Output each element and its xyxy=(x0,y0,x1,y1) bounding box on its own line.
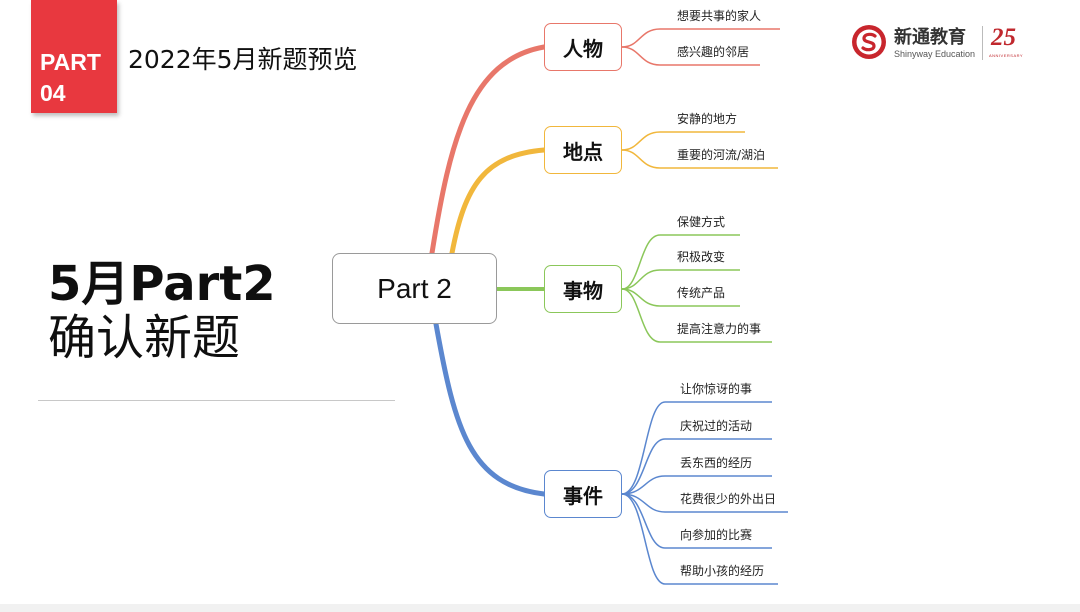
leaf-item: 重要的河流/湖泊 xyxy=(677,148,766,162)
part-number: 04 xyxy=(40,80,66,106)
category-node-people: 人物 xyxy=(544,23,622,71)
branch-people xyxy=(429,44,547,256)
leaf-item: 让你惊讶的事 xyxy=(680,382,753,396)
leaf-lines-objects xyxy=(621,234,772,343)
leaf-item: 积极改变 xyxy=(677,250,726,264)
leaf-item: 帮助小孩的经历 xyxy=(680,564,765,578)
header-title: 2022年5月新题预览 xyxy=(128,45,358,74)
main-title-line1: 5月Part2 xyxy=(48,256,276,312)
brand-logo: 新通教育 Shinyway Education 25 ANNIVERSARY xyxy=(851,24,1031,64)
bottom-strip xyxy=(0,604,1080,612)
part-label: PART xyxy=(40,49,101,75)
category-node-places: 地点 xyxy=(544,126,622,174)
leaf-item: 传统产品 xyxy=(677,286,726,300)
leaf-item: 花费很少的外出日 xyxy=(680,492,777,506)
part-badge: PART 04 xyxy=(31,0,117,113)
leaf-item: 感兴趣的邻居 xyxy=(677,45,750,59)
leaf-item: 想要共事的家人 xyxy=(677,9,762,23)
leaf-item: 保健方式 xyxy=(677,215,726,229)
anniversary-label: ANNIVERSARY xyxy=(989,53,1024,58)
center-node: Part 2 xyxy=(332,253,497,324)
logo-name-en: Shinyway Education xyxy=(894,49,976,59)
anniversary-number: 25 xyxy=(991,24,1016,51)
leaf-item: 丢东西的经历 xyxy=(680,456,753,470)
branch-places xyxy=(449,147,547,256)
logo-separator xyxy=(982,26,983,60)
logo-name-cn: 新通教育 xyxy=(894,27,966,48)
branch-events xyxy=(433,321,547,497)
leaf-lines-places xyxy=(621,131,778,169)
shinyway-logo-icon xyxy=(852,25,886,59)
leaf-item: 庆祝过的活动 xyxy=(680,419,753,433)
main-title-line2: 确认新题 xyxy=(48,310,241,366)
leaf-item: 向参加的比赛 xyxy=(680,528,753,542)
category-node-events: 事件 xyxy=(544,470,622,518)
leaf-item: 安静的地方 xyxy=(677,112,738,126)
title-divider xyxy=(38,400,395,401)
leaf-item: 提高注意力的事 xyxy=(677,322,762,336)
main-title: 5月Part2 确认新题 xyxy=(48,257,276,365)
leaf-lines-people xyxy=(621,28,780,66)
leaf-lines-events xyxy=(621,401,788,585)
category-node-objects: 事物 xyxy=(544,265,622,313)
